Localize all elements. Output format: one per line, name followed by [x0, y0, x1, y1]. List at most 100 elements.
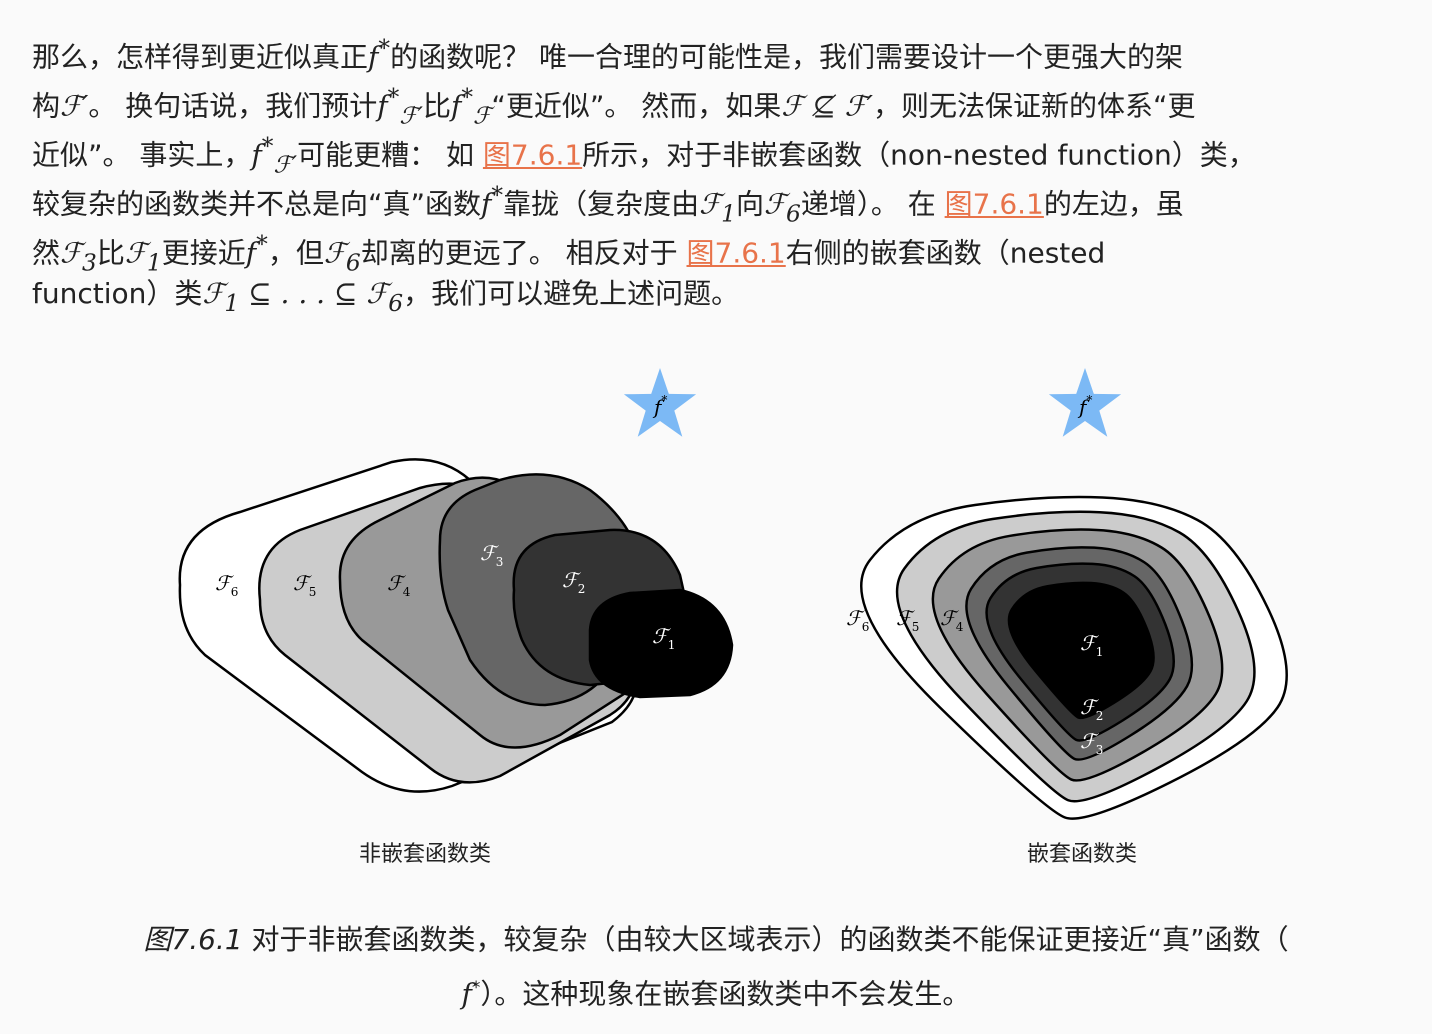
right-class-label-F1: ℱ1 — [1080, 631, 1103, 659]
text-segment: 的左边，虽 — [1043, 187, 1184, 221]
star-asterisk: * — [661, 393, 667, 407]
left-class-label-F6: ℱ6 — [215, 571, 238, 599]
class-index: 6 — [231, 585, 239, 599]
text-segment: 右侧的嵌套函数（nested — [785, 236, 1106, 270]
class-symbol: ℱ — [1080, 631, 1099, 655]
math-segment: f — [368, 40, 379, 74]
text-segment: ，但 — [267, 236, 324, 270]
class-symbol: ℱ — [480, 541, 499, 565]
math-segment: f — [481, 187, 492, 221]
math-supscript: * — [387, 83, 400, 111]
figure-link[interactable]: 图7.6.1 — [482, 138, 583, 172]
left-class-label-F3: ℱ3 — [480, 541, 503, 569]
paragraph-line: function）类ℱ1 ⊆ . . . ⊆ ℱ6，我们可以避免上述问题。 — [32, 269, 1412, 318]
math-subscript: 1 — [721, 199, 736, 228]
text-segment: function）类 — [32, 277, 203, 310]
text-segment: 比 — [96, 236, 125, 270]
class-index: 2 — [578, 582, 586, 596]
body-paragraph: 那么，怎样得到更近似真正f*的函数呢？ 唯一合理的可能性是，我们需要设计一个更强… — [32, 24, 1412, 318]
text-segment: 靠拢（复杂度由 — [503, 187, 700, 221]
math-subscript: 1 — [224, 289, 240, 317]
figure-link[interactable]: 图7.6.1 — [944, 187, 1044, 221]
math-supscript: * — [256, 230, 268, 258]
text-segment: 然 — [32, 236, 61, 270]
text-segment: 向 — [735, 187, 764, 221]
text-segment: 却离的更远了。 相反对于 — [360, 236, 687, 270]
class-index: 5 — [309, 585, 317, 599]
math-segment: ⊆ . . . ⊆ ℱ — [239, 277, 389, 310]
left-class-region-F1 — [588, 588, 734, 699]
text-segment: 所示，对于非嵌套函数（non-nested function）类， — [582, 138, 1256, 172]
true-function-star-icon — [1048, 368, 1122, 437]
paragraph-line: 然ℱ3比ℱ1更接近f*，但ℱ6却离的更远了。 相反对于 图7.6.1右侧的嵌套函… — [32, 220, 1412, 276]
math-segment: f — [377, 89, 388, 123]
left-class-label-F2: ℱ2 — [562, 568, 585, 596]
class-index: 2 — [1096, 709, 1104, 723]
math-subscript: 6 — [785, 199, 801, 228]
right-class-label-F4: ℱ4 — [940, 606, 964, 634]
math-supscript: * — [261, 132, 274, 160]
text-segment: 近似”。 事实上， — [32, 138, 252, 172]
math-segment: f — [251, 138, 262, 172]
caption-math-f: f — [461, 977, 472, 1011]
text-segment: 。 换句话说，我们预计 — [88, 89, 378, 123]
class-index: 1 — [1096, 645, 1104, 659]
text-segment: 构 — [32, 89, 61, 123]
math-segment: f — [451, 89, 462, 123]
class-symbol: ℱ — [1080, 695, 1099, 719]
math-segment: f — [245, 236, 257, 270]
class-symbol: ℱ — [387, 571, 406, 595]
math-subscript: ℱ — [473, 101, 492, 130]
text-segment: 可能更糟： 如 — [297, 138, 483, 172]
true-function-star-icon — [623, 368, 697, 437]
text-segment: 比 — [422, 89, 451, 123]
class-index: 3 — [1096, 743, 1104, 757]
figure-link[interactable]: 图7.6.1 — [686, 236, 786, 270]
right-class-region-F1 — [1007, 581, 1155, 720]
text-segment: 递增）。 在 — [800, 187, 945, 221]
class-symbol: ℱ — [562, 568, 581, 592]
text-segment: 更接近 — [161, 236, 246, 270]
text-segment: ，我们可以避免上述问题。 — [403, 277, 740, 310]
right-class-label-F6: ℱ6 — [846, 606, 869, 634]
paragraph-line: 较复杂的函数类并不总是向“真”函数f*靠拢（复杂度由ℱ1向ℱ6递增）。 在 图7… — [32, 171, 1412, 227]
math-subscript: 1 — [146, 248, 162, 277]
caption-text-1: 对于非嵌套函数类，较复杂（由较大区域表示）的函数类不能保证更接近“真”函数（ — [242, 923, 1289, 956]
math-subscript: ℱ′ — [399, 101, 423, 130]
class-symbol: ℱ — [940, 606, 959, 630]
caption-math-star: * — [471, 978, 481, 998]
text-segment: “更近似”。 然而，如果 — [491, 89, 782, 123]
text-segment: 那么，怎样得到更近似真正 — [32, 40, 369, 74]
left-class-label-F1: ℱ1 — [652, 624, 675, 652]
right-class-label-F5: ℱ5 — [896, 606, 919, 634]
math-segment: ℱ — [763, 187, 786, 221]
figure-caption: 图7.6.1 对于非嵌套函数类，较复杂（由较大区域表示）的函数类不能保证更接近“… — [40, 915, 1392, 1018]
math-segment: ℱ — [124, 236, 147, 270]
class-symbol: ℱ — [215, 571, 234, 595]
math-subscript: ℱ′ — [273, 150, 298, 179]
class-index: 1 — [668, 638, 676, 652]
class-symbol: ℱ — [1080, 729, 1099, 753]
paragraph-line: 近似”。 事实上，f*ℱ′可能更糟： 如 图7.6.1所示，对于非嵌套函数（no… — [32, 122, 1412, 178]
math-subscript: 6 — [388, 289, 404, 317]
text-segment: 较复杂的函数类并不总是向“真”函数 — [32, 187, 482, 221]
caption-text-2: ）。这种现象在嵌套函数类中不会发生。 — [480, 977, 971, 1011]
text-segment: 的函数呢？ 唯一合理的可能性是，我们需要设计一个更强大的架 — [390, 40, 1183, 74]
math-segment: ℱ — [699, 187, 722, 221]
figure-number: 图7.6.1 — [143, 923, 243, 956]
class-index: 4 — [403, 585, 411, 599]
class-index: 4 — [956, 620, 964, 634]
math-segment: ℱ — [60, 236, 83, 270]
class-index: 5 — [912, 620, 920, 634]
math-segment: ℱ — [202, 277, 225, 310]
left-class-label-F5: ℱ5 — [293, 571, 316, 599]
class-symbol: ℱ — [652, 624, 671, 648]
math-segment: ℱ — [323, 236, 346, 270]
star-asterisk: * — [1086, 393, 1092, 407]
right-class-label-F2: ℱ2 — [1080, 695, 1103, 723]
class-symbol: ℱ — [896, 606, 915, 630]
class-symbol: ℱ — [293, 571, 312, 595]
